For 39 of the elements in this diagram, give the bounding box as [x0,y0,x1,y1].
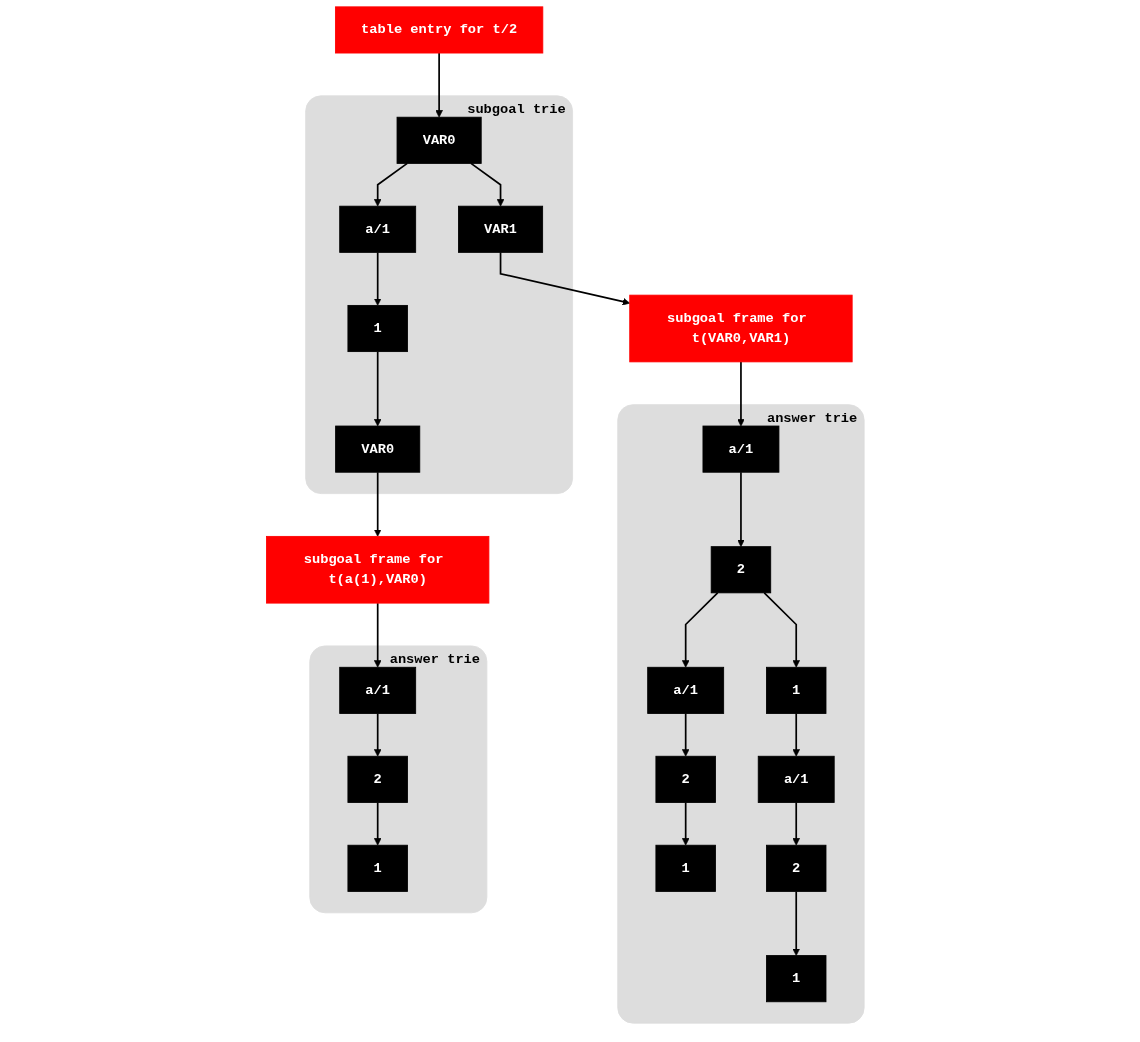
arrow [681,712,690,757]
arrow [736,471,745,547]
node-box: 2 [655,755,716,803]
node-box: VAR0 [334,425,420,473]
node-box: 1 [347,305,408,353]
node-box: VAR1 [457,205,543,253]
arrow [435,52,443,118]
arrow [792,890,800,956]
node-box: 2 [347,755,408,803]
node-box: VAR0 [396,116,482,164]
node-box: 2 [765,844,827,892]
arrow [373,801,382,846]
node-box: a/1 [757,755,835,803]
arrow [373,712,382,757]
node-box: subgoal frame for t(VAR0,VAR1) [629,294,853,363]
arrow [373,602,382,668]
arrow [763,592,800,668]
node-box: a/1 [338,666,416,714]
node-box: 1 [347,844,408,892]
arrow [373,350,382,427]
node-box: table entry for t/2 [334,6,543,54]
arrow [373,251,382,306]
arrow [469,162,504,207]
arrow [373,162,408,207]
node-box: subgoal frame for t(a(1),VAR0) [265,535,489,604]
node-box: 1 [655,844,716,892]
arrow [681,592,719,668]
node-box: a/1 [646,666,724,714]
arrow [681,801,690,846]
arrow [373,471,382,537]
node-box: a/1 [338,205,416,253]
arrow [792,712,800,757]
node-box: 1 [765,955,827,1003]
node-box: 1 [765,666,827,714]
node-box: 2 [710,546,771,594]
node-box: a/1 [702,425,780,473]
arrow [736,361,745,427]
arrow [499,251,630,306]
arrow [792,801,800,846]
